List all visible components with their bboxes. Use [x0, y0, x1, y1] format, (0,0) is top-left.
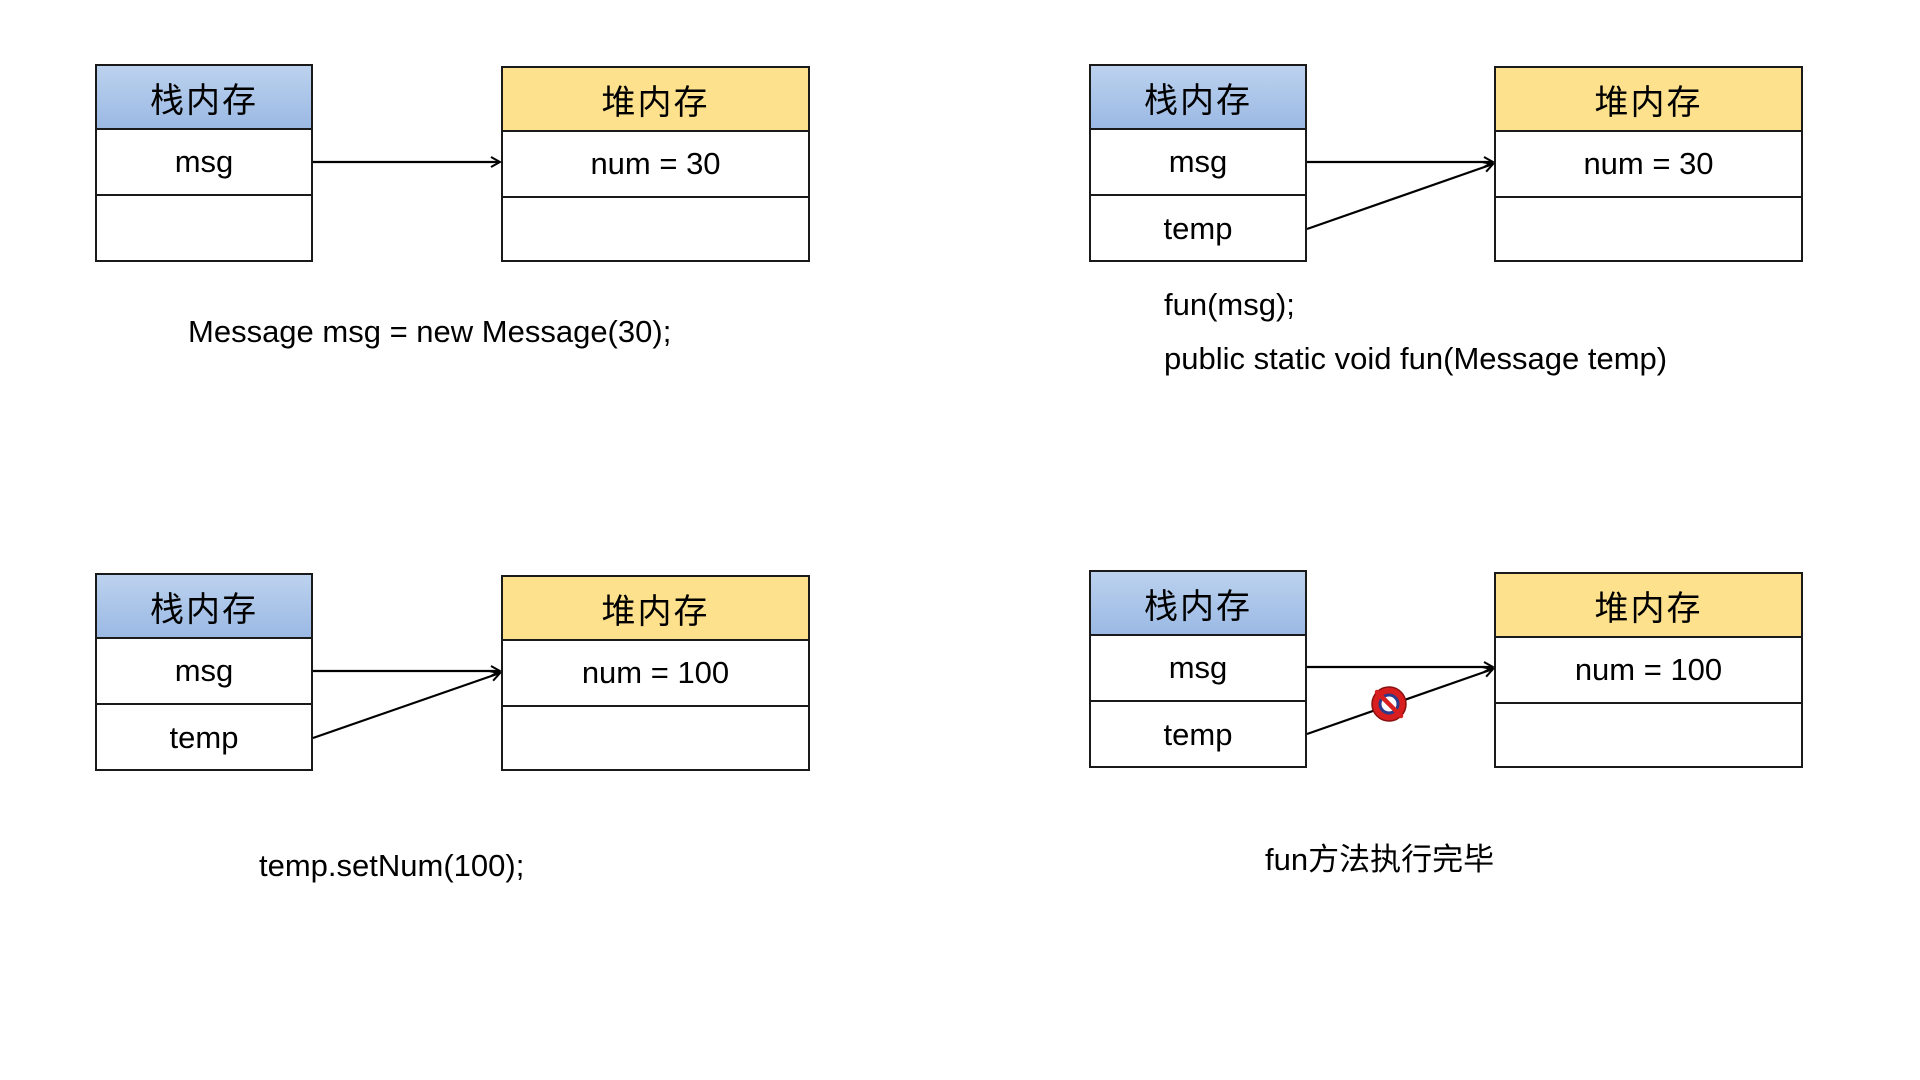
temp-reference-arrow — [312, 673, 500, 740]
stack-row-temp: temp — [1163, 717, 1233, 752]
heap-row-num: num = 100 — [503, 641, 808, 707]
stack-memory-box: 栈内存 msg temp — [1089, 64, 1307, 262]
stack-row-temp: temp — [1163, 211, 1233, 246]
heap-header: 堆内存 — [503, 577, 808, 641]
code-caption: public static void fun(Message temp) — [1164, 341, 1668, 376]
heap-row-num: num = 30 — [1496, 132, 1801, 198]
stack-memory-box: 栈内存 msg — [95, 64, 313, 262]
stack-header: 栈内存 — [97, 575, 311, 639]
stack-memory-box: 栈内存 msg temp — [95, 573, 313, 771]
stack-header: 栈内存 — [97, 66, 311, 130]
heap-header: 堆内存 — [1496, 68, 1801, 132]
stack-row-msg: msg — [1091, 636, 1305, 702]
temp-reference-arrow — [1306, 164, 1493, 231]
heap-memory-box: 堆内存 num = 100 — [501, 575, 810, 771]
code-caption: fun(msg); — [1164, 287, 1295, 322]
stack-memory-box: 栈内存 msg temp — [1089, 570, 1307, 768]
stack-row-msg: msg — [1091, 130, 1305, 196]
heap-header: 堆内存 — [1496, 574, 1801, 638]
heap-row-num: num = 30 — [503, 132, 808, 198]
disconnect-icon — [1371, 686, 1407, 722]
heap-memory-box: 堆内存 num = 30 — [501, 66, 810, 262]
code-caption: Message msg = new Message(30); — [188, 314, 672, 349]
stack-row-temp: temp — [169, 720, 239, 755]
heap-memory-box: 堆内存 num = 30 — [1494, 66, 1803, 262]
stack-header: 栈内存 — [1091, 572, 1305, 636]
stack-header: 栈内存 — [1091, 66, 1305, 130]
heap-row-num: num = 100 — [1496, 638, 1801, 704]
code-caption: fun方法执行完毕 — [1265, 842, 1495, 877]
stack-row-msg: msg — [97, 130, 311, 196]
heap-header: 堆内存 — [503, 68, 808, 132]
stack-row-msg: msg — [97, 639, 311, 705]
heap-memory-box: 堆内存 num = 100 — [1494, 572, 1803, 768]
code-caption: temp.setNum(100); — [259, 848, 525, 883]
